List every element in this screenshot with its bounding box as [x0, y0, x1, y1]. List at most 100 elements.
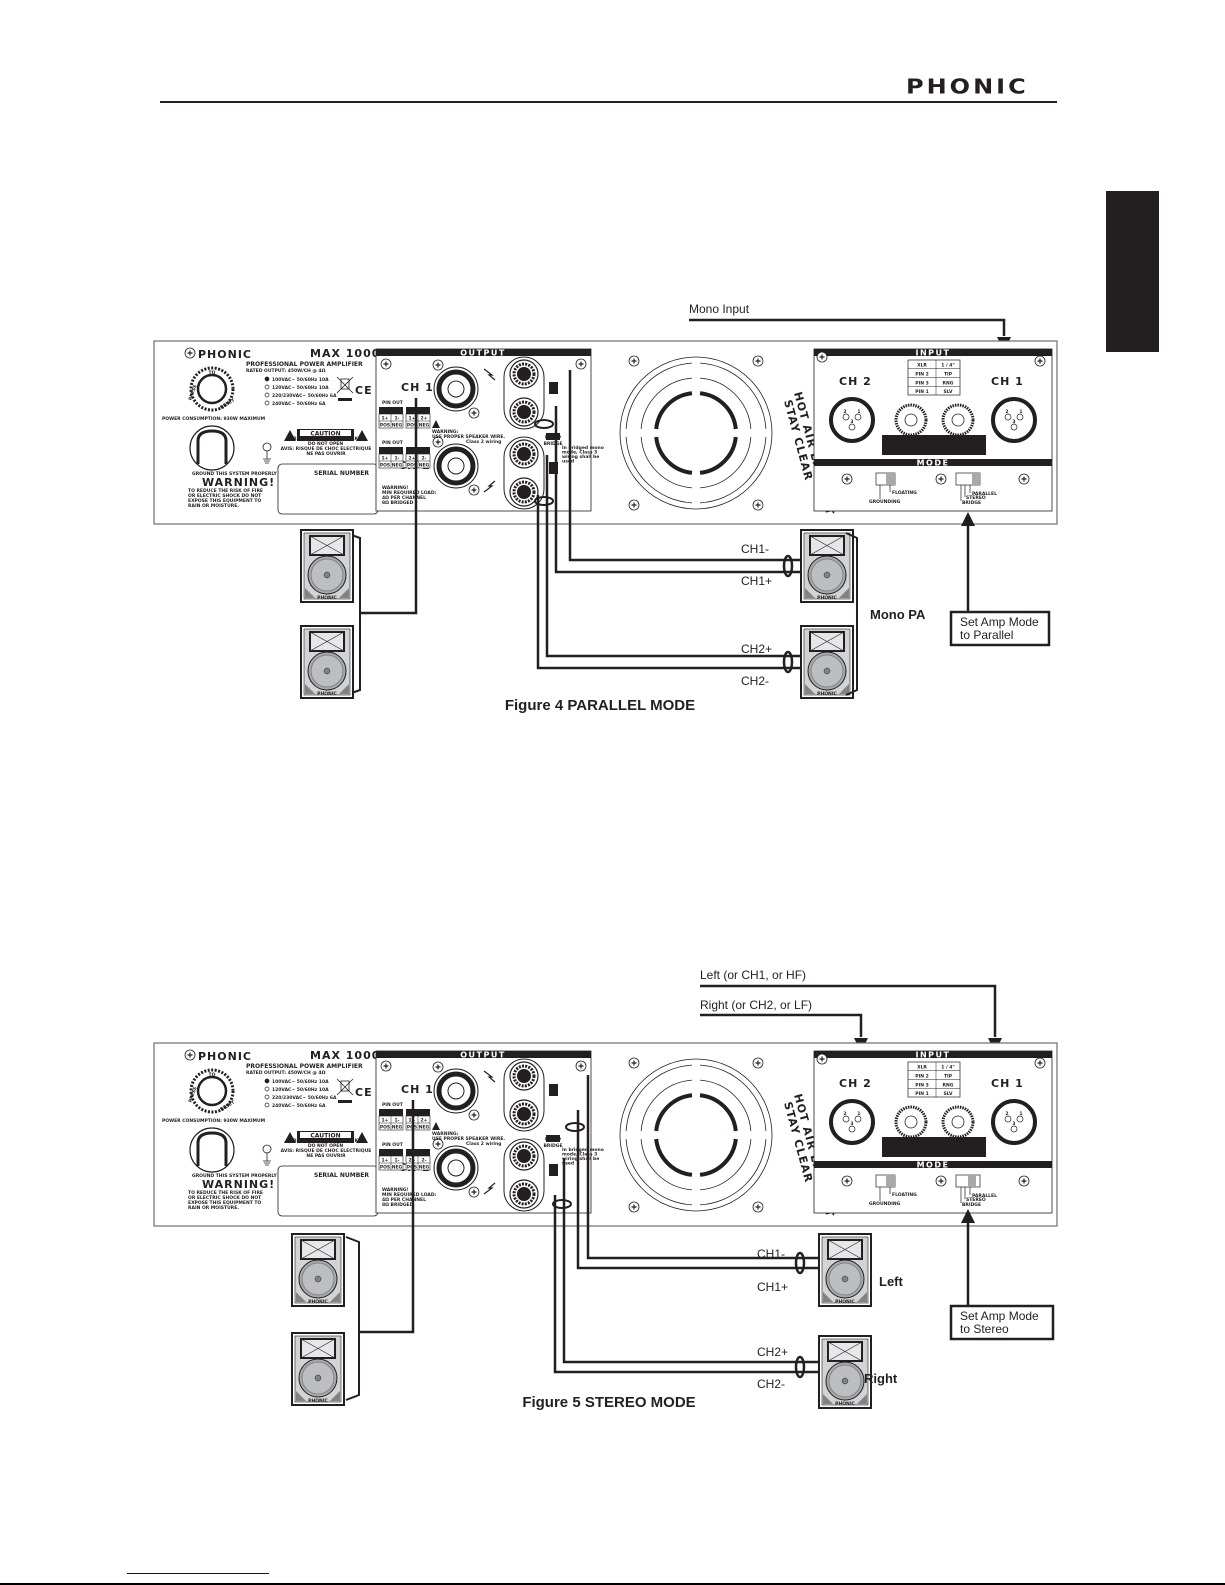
tweeter-cross	[300, 1239, 336, 1260]
load-warning-line: MIN REQUIRED LOAD:	[382, 490, 437, 496]
mono-badge-bg	[546, 1135, 560, 1142]
xlr-pin-label: 1	[1019, 409, 1022, 415]
screw-icon	[1018, 473, 1030, 485]
pinout-cell: PIN 1	[915, 1091, 928, 1097]
warning-line: EXPOSE THIS EQUIPMENT TO	[188, 1200, 261, 1206]
screw-icon	[935, 473, 947, 485]
pin-cell: POS	[380, 1165, 390, 1171]
pin-table-head: BRIDGE	[408, 409, 427, 415]
callout-line-1: Set Amp Mode	[960, 1309, 1039, 1323]
pinout-cell: SLV	[944, 389, 953, 395]
screw-cross	[435, 1141, 441, 1147]
parallel-label: PARALLEL	[972, 1193, 997, 1199]
pin-out-label: PIN OUT	[382, 1142, 404, 1148]
port-left	[823, 1394, 833, 1404]
bin	[340, 1080, 350, 1092]
binding-posts-ch1	[483, 356, 545, 430]
screw-cross	[631, 502, 637, 508]
wire-label-ch2-neg: CH2-	[757, 1377, 785, 1391]
wire-label-ch1-pos: CH1+	[757, 1280, 788, 1294]
speaker-cabinet-icon: PHONIC	[800, 529, 854, 603]
fan-grille-arc	[699, 436, 752, 489]
pinout-cell: RNG	[943, 1082, 954, 1088]
xlr-pin-label: 2	[843, 409, 846, 415]
breaker-button	[196, 1075, 228, 1107]
port-left	[305, 684, 315, 694]
mono-badge-bg	[546, 433, 560, 440]
power-inlet-ring	[189, 1127, 235, 1173]
fan-grille-arc	[625, 1138, 693, 1206]
input-header-bar	[814, 1051, 1052, 1058]
pinout-cell: PIN 3	[915, 1082, 928, 1088]
pin-cell: POS	[380, 463, 390, 469]
input-ch2-label: CH 2	[839, 375, 872, 388]
voltage-selector-dot	[264, 1102, 270, 1108]
input-title: INPUT	[916, 1051, 951, 1060]
input-ch1-label: CH 1	[991, 1077, 1024, 1090]
pinout-cell: SLV	[944, 1091, 953, 1097]
exhaust-fan-grille	[619, 355, 773, 511]
fan-grille-arc	[699, 1093, 738, 1132]
xlr-pin	[854, 1115, 862, 1123]
pin-table-head-bg	[406, 1109, 430, 1116]
caution-do-not-open: DO NOT OPEN	[308, 441, 344, 447]
figure-5-caption: Figure 5 STEREO MODE	[522, 1394, 695, 1411]
fan-grille-arc	[625, 362, 693, 430]
callout-line-1: Set Amp Mode	[960, 615, 1039, 629]
speakon-ch1-jack	[432, 359, 480, 419]
xlr-outer	[829, 1099, 875, 1145]
lightning-icon	[483, 368, 496, 381]
callout-arrow-icon	[961, 1209, 975, 1223]
pin-table-grid	[379, 414, 403, 428]
ground-symbol-icon	[263, 1153, 271, 1166]
pin-cell: POS	[407, 463, 417, 469]
pin-cell: NEG	[392, 463, 403, 469]
left-speaker-label: Left	[879, 1274, 904, 1289]
warning-line: RAIN OR MOISTURE.	[188, 1205, 239, 1211]
input-note-line: FOR SYSTEM TO OPERATE NORMALLY	[887, 448, 982, 454]
caution-french: AVIS: RISQUE DE CHOC ELECTRIQUE	[281, 1148, 372, 1154]
floating-label: FLOATING	[892, 490, 917, 496]
footer-link[interactable]	[127, 1573, 269, 1574]
load-warning-line: MIN REQUIRED LOAD:	[382, 1192, 437, 1198]
voltage-option: 240VAC~ 50/60Hz 6A	[272, 401, 326, 407]
binding-post-cap	[517, 1149, 531, 1163]
bin-bar	[338, 1100, 352, 1103]
pinout-cell: RNG	[943, 380, 954, 386]
voltage-selector-dot	[264, 400, 270, 406]
binding-post-cap	[517, 1069, 531, 1083]
input-ch1-label: CH 1	[991, 375, 1024, 388]
port-right	[839, 588, 849, 598]
mono-pa-bracket	[845, 532, 858, 696]
breaker-label-to: TO	[209, 1072, 216, 1078]
screw-icon	[935, 1175, 947, 1187]
bridged-note-line: wiring shall be	[562, 454, 599, 460]
fan-grille-arc	[699, 377, 752, 430]
screw-icon	[841, 473, 853, 485]
load-warning-line: WARNING!	[382, 485, 409, 491]
pin-table-head: CH1	[386, 409, 396, 415]
screw-cross	[578, 361, 584, 367]
speaker-brand: PHONIC	[308, 1299, 328, 1305]
speaker-cabinet-icon: PHONIC	[800, 625, 854, 699]
bin	[340, 378, 350, 390]
screw-icon	[752, 1201, 764, 1213]
voltage-option: 220/230VAC~ 50/60Hz 6A	[272, 393, 337, 399]
figure-4-caption: Figure 4 PARALLEL MODE	[505, 697, 695, 714]
bridge-label: BRIDGE	[962, 1202, 981, 1208]
power-consumption: POWER CONSUMPTION: 930W MAXIMUM	[162, 1118, 266, 1124]
binding-post-cap	[517, 405, 531, 419]
screw-icon	[841, 1175, 853, 1187]
fan-grille-arc	[625, 1064, 693, 1132]
input-ch2-label: CH 2	[839, 1077, 872, 1090]
xlr-pin	[1004, 1115, 1012, 1123]
cable-tie-ch1	[794, 1251, 806, 1275]
cable-tie-out-2	[534, 496, 554, 506]
warning-line: TO REDUCE THE RISK OF FIRE	[188, 488, 263, 494]
screw-cross	[383, 361, 389, 367]
screw-cross	[1037, 1060, 1043, 1066]
